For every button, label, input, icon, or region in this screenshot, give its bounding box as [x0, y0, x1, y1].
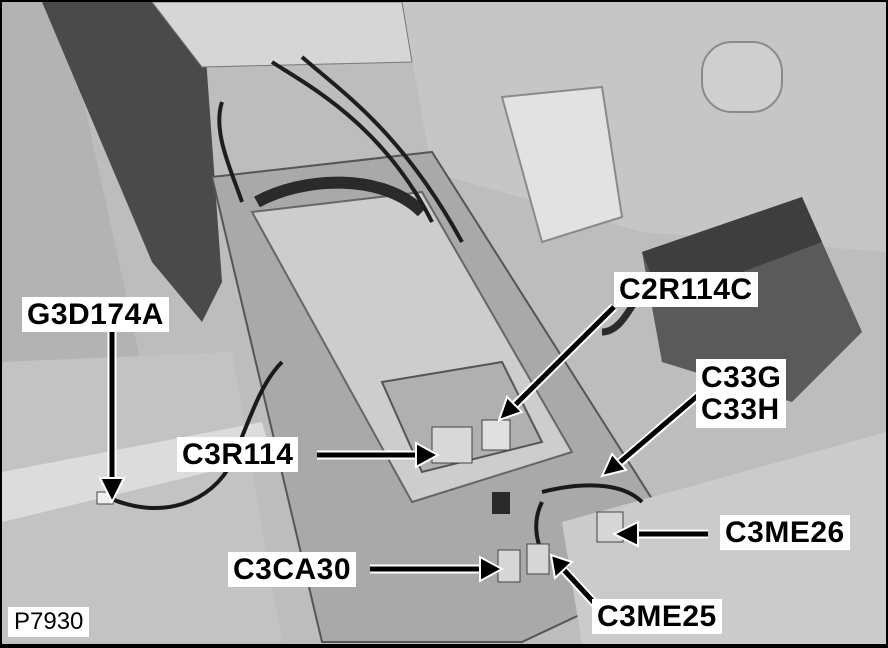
callout-c33g-c33h: C33G C33H	[696, 359, 787, 428]
callout-c3r114: C3R114	[177, 437, 299, 472]
callout-c3me26: C3ME26	[720, 515, 850, 550]
arrowheads	[98, 395, 639, 583]
callout-c3ca30: C3CA30	[228, 552, 357, 587]
callout-label: C2R114C	[619, 273, 753, 306]
callout-label: C3R114	[182, 438, 294, 471]
figure-id: P7930	[8, 607, 90, 637]
callout-label-line1: C33G	[701, 361, 782, 394]
figure-id-text: P7930	[14, 608, 84, 635]
callout-label: C3ME25	[597, 600, 717, 633]
callout-label: C3ME26	[725, 516, 845, 549]
callout-label-line2: C33H	[701, 393, 780, 426]
callout-c3me25: C3ME25	[592, 599, 722, 634]
callout-label: G3D174A	[27, 298, 164, 331]
seat-side-panel	[42, 2, 222, 322]
callout-c2r114c: C2R114C	[614, 272, 758, 307]
callout-g3d174a: G3D174A	[22, 297, 169, 332]
callout-label: C3CA30	[233, 553, 352, 586]
